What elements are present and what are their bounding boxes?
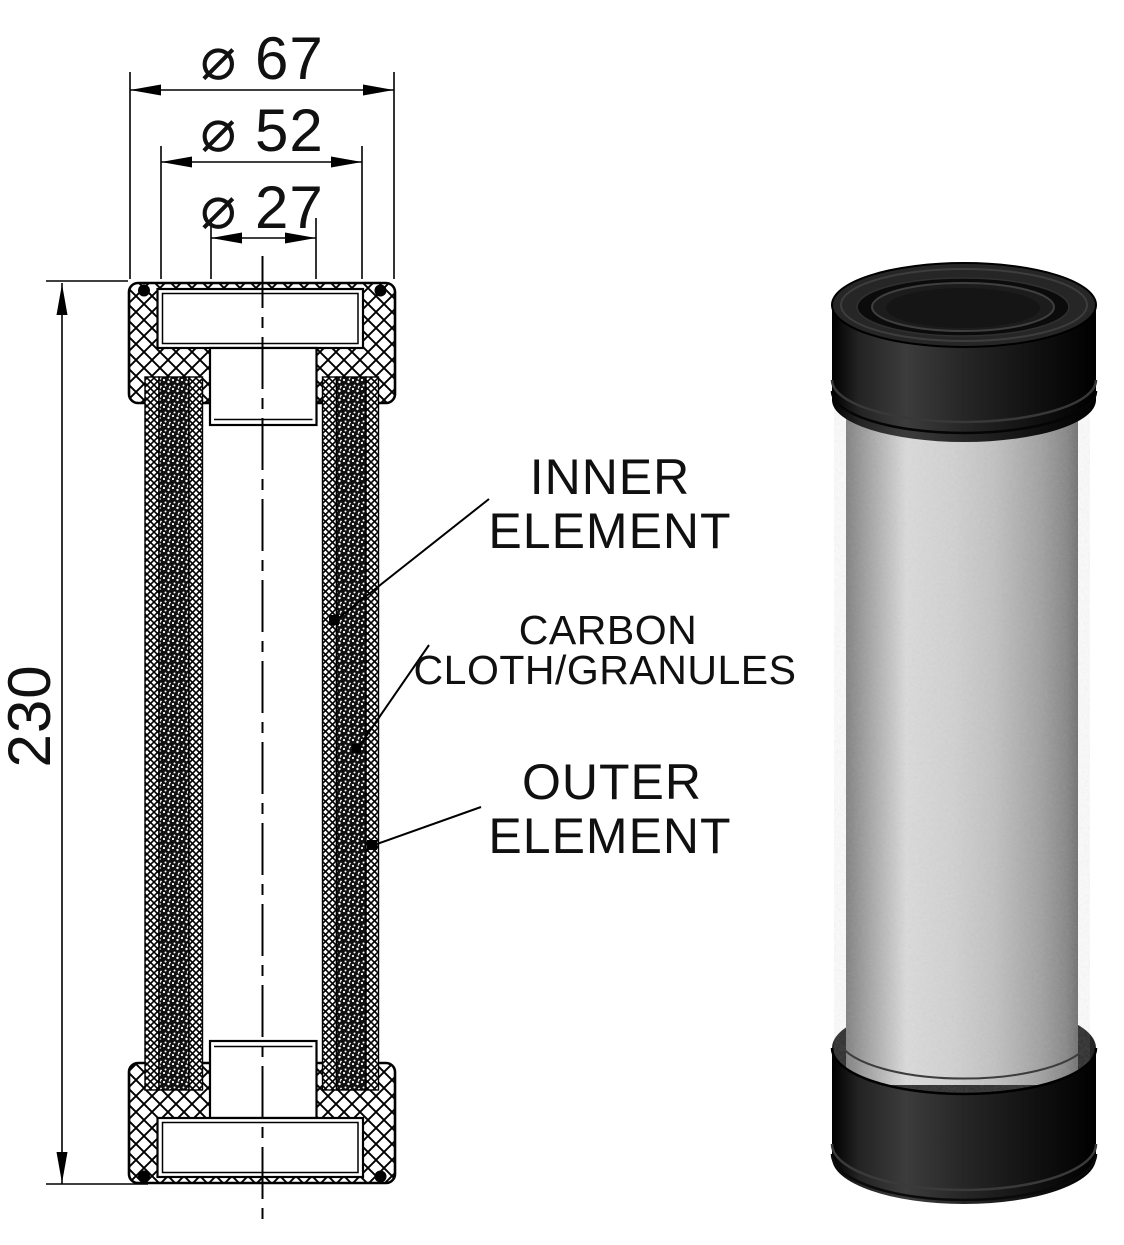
callout-text-inner-1: INNER xyxy=(530,449,691,505)
callout-text-carbon-1: CARBON xyxy=(519,607,697,653)
dimension-arrow xyxy=(211,232,242,244)
top-cap-bevel-highlight xyxy=(840,268,1088,342)
bottom-cap-recess xyxy=(156,1116,365,1179)
top-cap-recess-liner xyxy=(161,292,359,345)
cross-section-view: ⌀ 67 ⌀ 52 ⌀ 27 230 xyxy=(0,25,796,1224)
dimension-length: 230 xyxy=(0,280,148,1185)
seal-dot xyxy=(374,284,387,297)
outer-cloth-layer-left xyxy=(144,376,160,1091)
dimension-label-bore-diameter: ⌀ 27 xyxy=(200,174,324,241)
dimension-dia-outer: ⌀ 67 xyxy=(129,25,395,279)
top-cap-ridge xyxy=(830,390,1098,435)
callout-text-inner-2: ELEMENT xyxy=(488,503,731,559)
bottom-cap-rim-edge xyxy=(830,1047,1098,1096)
carbon-layer-right xyxy=(335,376,367,1091)
filter-body-texture xyxy=(846,415,1078,1085)
dimension-arrow xyxy=(285,232,316,244)
leader-line xyxy=(357,644,430,749)
top-cap-recess xyxy=(156,287,365,350)
callout-outer-element: OUTER ELEMENT xyxy=(367,754,731,864)
bottom-cap-ridge xyxy=(830,1153,1098,1202)
callout-text-outer-2: ELEMENT xyxy=(488,808,731,864)
dimension-dia-bore: ⌀ 27 xyxy=(200,174,324,279)
bottom-cap-side xyxy=(832,1048,1096,1204)
render-3d-view xyxy=(830,262,1098,1204)
callout-carbon-media: CARBON CLOTH/GRANULES xyxy=(352,607,796,753)
dimension-arrow xyxy=(56,1152,68,1183)
dimension-arrow xyxy=(363,84,394,96)
top-cap-ridge xyxy=(830,379,1098,424)
dimension-arrow xyxy=(130,84,161,96)
bottom-cap-ridge xyxy=(830,1143,1098,1192)
dimension-dia-recess: ⌀ 52 xyxy=(160,97,363,279)
inner-cloth-layer-left xyxy=(188,376,204,1091)
dimension-label-outer-diameter: ⌀ 67 xyxy=(200,25,324,92)
bottom-end-cap-3d xyxy=(830,1043,1098,1204)
filter-section xyxy=(127,281,397,1185)
inner-cloth-layer-right xyxy=(321,376,338,1091)
leader-terminator xyxy=(367,840,377,850)
bottom-cap-recess-liner xyxy=(161,1121,359,1174)
outer-cloth-layer-right xyxy=(365,376,380,1091)
leader-terminator xyxy=(329,615,339,625)
callout-text-carbon-2: CLOTH/GRANULES xyxy=(414,647,797,693)
callout-text-outer-1: OUTER xyxy=(522,754,702,810)
dimension-arrow xyxy=(161,156,192,168)
dimension-label-recess-diameter: ⌀ 52 xyxy=(200,97,324,164)
leader-line xyxy=(335,498,490,621)
dimension-arrow xyxy=(331,156,362,168)
callout-inner-element: INNER ELEMENT xyxy=(329,449,731,625)
bottom-cap-bevel-highlight xyxy=(839,1043,1089,1080)
seal-dot xyxy=(138,1170,150,1183)
seal-dot xyxy=(138,284,150,297)
leader-terminator xyxy=(352,744,361,753)
dimension-arrow xyxy=(56,284,68,315)
top-end-cap-3d xyxy=(830,262,1098,442)
dimension-label-overall-length: 230 xyxy=(0,664,63,767)
leader-line xyxy=(373,806,482,846)
filter-body-3d xyxy=(846,415,1078,1085)
top-cap-opening xyxy=(886,288,1040,328)
seal-dot xyxy=(374,1170,387,1183)
carbon-layer-left xyxy=(158,376,190,1091)
